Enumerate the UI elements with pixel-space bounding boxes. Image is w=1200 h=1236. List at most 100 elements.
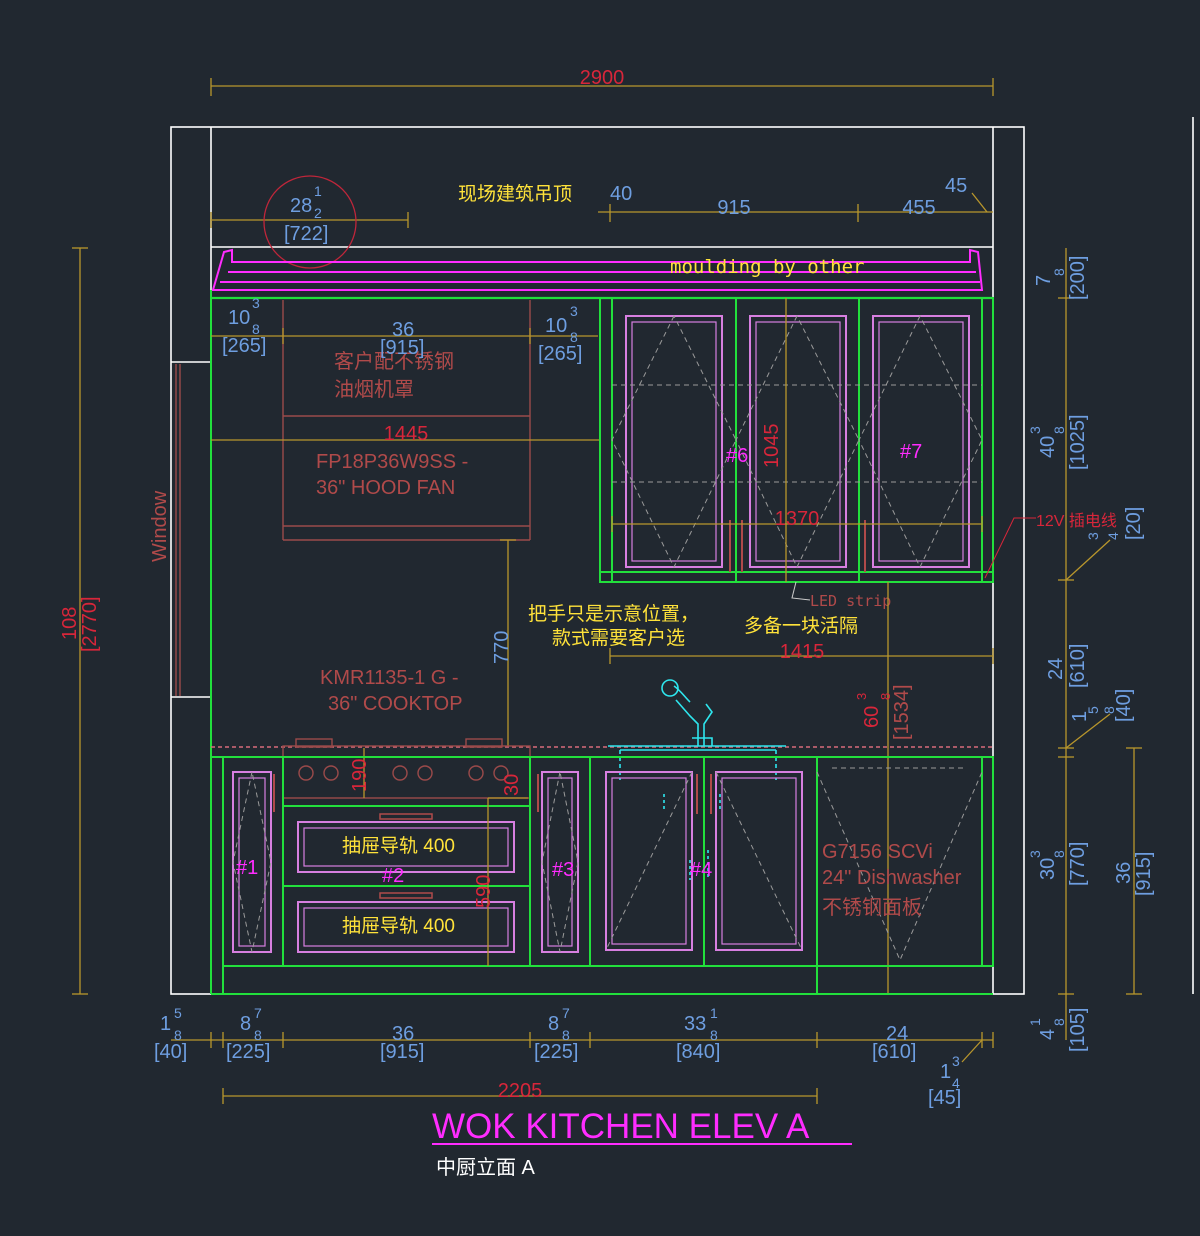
svg-text:36: 36	[1113, 862, 1135, 884]
bottom-dimensions: 1 5 8 [40] 8 7 8 [225] 36 [915] 8 7 8 [2…	[154, 1005, 994, 1109]
svg-text:5: 5	[174, 1005, 182, 1021]
svg-text:3: 3	[1085, 532, 1101, 540]
cooktop: 190 30	[282, 738, 531, 799]
title-block: WOK KITCHEN ELEV A 中厨立面 A	[432, 1107, 852, 1179]
svg-text:10: 10	[545, 315, 567, 337]
svg-text:[225]: [225]	[226, 1041, 270, 1063]
svg-text:3: 3	[854, 693, 869, 700]
svg-text:915: 915	[717, 197, 750, 219]
svg-text:5: 5	[1085, 706, 1101, 714]
svg-text:油烟机罩: 油烟机罩	[334, 378, 414, 401]
svg-text:8: 8	[254, 1027, 262, 1043]
svg-text:1: 1	[160, 1013, 171, 1035]
svg-text:24: 24	[886, 1023, 908, 1045]
svg-text:8: 8	[1051, 426, 1067, 434]
svg-text:FP18P36W9SS -: FP18P36W9SS -	[316, 451, 468, 473]
svg-text:33: 33	[684, 1013, 706, 1035]
svg-text:1: 1	[710, 1005, 718, 1021]
svg-text:3: 3	[1027, 426, 1043, 434]
svg-text:24: 24	[1045, 658, 1067, 680]
svg-text:24" Dishwasher: 24" Dishwasher	[822, 867, 962, 889]
cabinet-tag-1: #1	[236, 857, 258, 879]
svg-text:1415: 1415	[780, 641, 825, 663]
svg-text:8: 8	[1101, 706, 1117, 714]
svg-text:1370: 1370	[775, 508, 820, 530]
svg-text:[105]: [105]	[1067, 1008, 1089, 1052]
svg-text:8: 8	[878, 693, 893, 700]
cabinet-tag-3: #3	[552, 859, 574, 881]
svg-text:[265]: [265]	[222, 335, 266, 357]
revision-cloud	[263, 175, 357, 269]
svg-text:1045: 1045	[761, 424, 783, 469]
middle-dimensions: 1415 770 60 3 8 [1534]	[491, 539, 994, 994]
drawer-rail-note-2: 抽屉导轨 400	[342, 915, 455, 937]
svg-text:8: 8	[174, 1027, 182, 1043]
svg-text:客户配不锈钢: 客户配不锈钢	[334, 350, 454, 373]
svg-text:[722]: [722]	[284, 223, 328, 245]
svg-text:28: 28	[290, 195, 312, 217]
drawer-rail-note-1: 抽屉导轨 400	[342, 835, 455, 857]
countertop	[211, 746, 993, 758]
range-hood: 客户配不锈钢 油烟机罩 FP18P36W9SS - 36" HOOD FAN	[282, 300, 531, 541]
svg-text:[915]: [915]	[1133, 852, 1155, 896]
svg-text:8: 8	[548, 1013, 559, 1035]
svg-text:4: 4	[952, 1075, 960, 1091]
led-strip-note: LED strip 12V 插电线	[791, 512, 1117, 610]
svg-text:4: 4	[1105, 532, 1121, 540]
svg-text:455: 455	[902, 197, 935, 219]
svg-text:1: 1	[1069, 711, 1091, 722]
svg-text:[915]: [915]	[380, 1041, 424, 1063]
crown-moulding: moulding by other	[211, 248, 984, 291]
svg-text:30: 30	[1037, 858, 1059, 880]
svg-text:8: 8	[1051, 850, 1067, 858]
svg-text:[265]: [265]	[538, 343, 582, 365]
svg-text:2205: 2205	[498, 1080, 543, 1102]
svg-text:[770]: [770]	[1067, 842, 1089, 886]
svg-text:3: 3	[1027, 850, 1043, 858]
window-label: Window	[149, 490, 171, 562]
svg-text:LED strip: LED strip	[810, 592, 891, 610]
cooktop-label-1: KMR1135-1 G -	[320, 667, 459, 689]
svg-text:8: 8	[240, 1013, 251, 1035]
svg-text:3: 3	[252, 295, 260, 311]
sink-faucet	[608, 679, 786, 780]
wall-cabinets: #6 #7 1045 1370	[599, 297, 994, 583]
svg-text:7: 7	[1033, 275, 1055, 286]
svg-text:8: 8	[1051, 268, 1067, 276]
svg-text:[1025]: [1025]	[1067, 414, 1089, 470]
svg-text:G7156 SCVi: G7156 SCVi	[822, 841, 933, 863]
svg-text:40: 40	[1037, 436, 1059, 458]
svg-text:30: 30	[501, 774, 523, 796]
svg-text:[610]: [610]	[872, 1041, 916, 1063]
cabinet-tag-7: #7	[900, 441, 922, 463]
svg-text:190: 190	[349, 759, 371, 792]
drawing-title: WOK KITCHEN ELEV A	[432, 1107, 810, 1146]
cabinet-tag-6: #6	[726, 445, 748, 467]
svg-text:36: 36	[392, 319, 414, 341]
svg-text:770: 770	[491, 631, 513, 664]
spare-shelf-note: 多备一块活隔	[744, 615, 858, 637]
svg-text:3: 3	[570, 303, 578, 319]
svg-text:7: 7	[254, 1005, 262, 1021]
overall-width-dim: 2900	[580, 67, 625, 89]
svg-text:8: 8	[562, 1027, 570, 1043]
svg-text:[915]: [915]	[380, 337, 424, 359]
top-dimensions: 2900 28 1 2 [722] 现场建筑吊顶 40 915 455 45	[210, 67, 994, 269]
ceiling-note: 现场建筑吊顶	[458, 183, 572, 205]
svg-text:1445: 1445	[384, 423, 429, 445]
base-cabinets: #1 抽屉导轨 400 抽屉导轨 400 #2 590 #3 #4 G715	[211, 756, 994, 995]
svg-text:40: 40	[610, 183, 632, 205]
svg-text:10: 10	[228, 307, 250, 329]
svg-text:[200]: [200]	[1067, 256, 1089, 300]
svg-text:[225]: [225]	[534, 1041, 578, 1063]
svg-text:2: 2	[314, 205, 322, 221]
svg-text:108: 108	[59, 607, 81, 640]
svg-text:[40]: [40]	[1113, 689, 1135, 722]
svg-text:[610]: [610]	[1067, 644, 1089, 688]
svg-text:4: 4	[1037, 1029, 1059, 1040]
moulding-note: moulding by other	[670, 256, 864, 278]
handle-note-2: 款式需要客户选	[552, 627, 685, 649]
svg-text:3: 3	[952, 1053, 960, 1069]
left-height-dimension: 108 [2770]	[59, 247, 101, 995]
